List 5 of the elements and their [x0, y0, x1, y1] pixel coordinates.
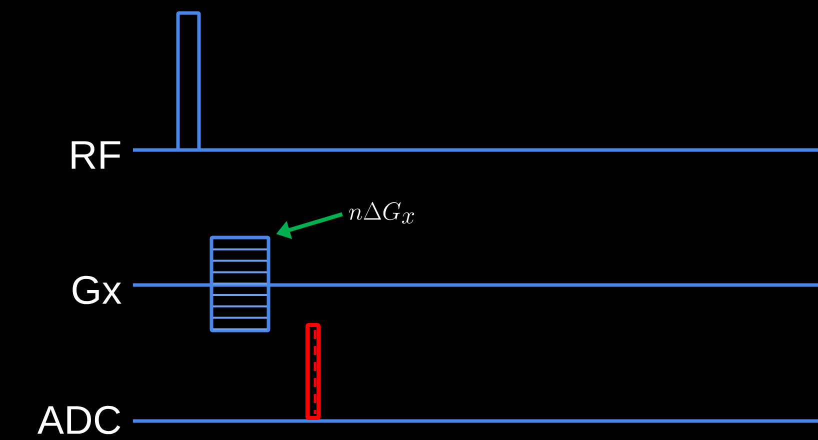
axis-label: ADC [37, 406, 120, 434]
axis-label: RF [72, 141, 120, 169]
phase-encode-gradient-block [210, 236, 270, 332]
formula-label: $n\Delta G_x$ [349, 202, 414, 224]
axis-label: Gx [72, 276, 122, 304]
